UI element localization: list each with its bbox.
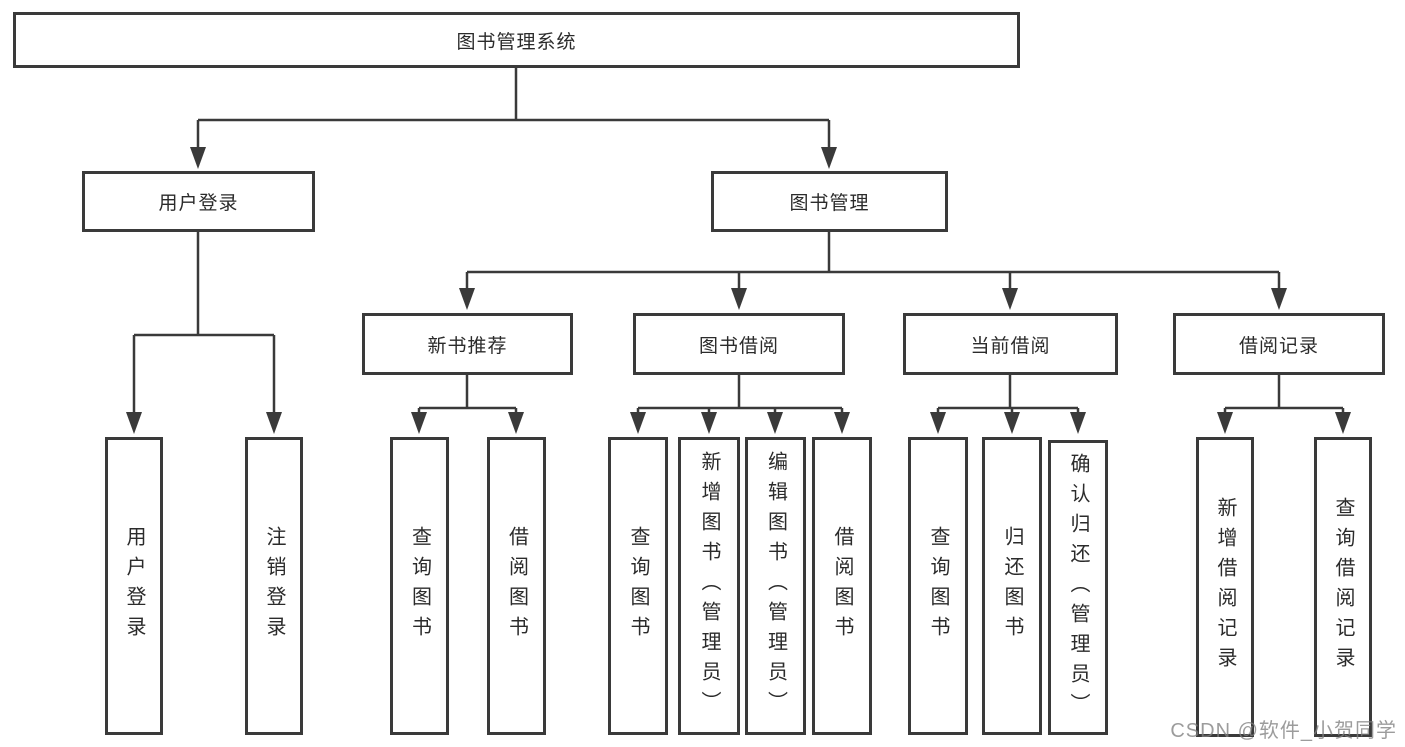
node-library-system: 图书管理系统 [13,12,1020,68]
leaf-borrow-books-borrowing: 借阅图书 [812,437,872,735]
leaf-query-books-recommend: 查询图书 [390,437,449,735]
leaf-return-books: 归还图书 [982,437,1042,735]
leaf-add-borrow-record: 新增借阅记录 [1196,437,1254,737]
leaf-query-books-current: 查询图书 [908,437,968,735]
leaf-borrow-books-recommend: 借阅图书 [487,437,546,735]
node-book-management: 图书管理 [711,171,948,232]
arrowheads [126,147,1351,434]
leaf-add-book-admin: 新增图书（管理员） [678,437,740,735]
connector-paths [132,68,1345,414]
leaf-user-login: 用户登录 [105,437,163,735]
node-user-login: 用户登录 [82,171,315,232]
node-borrowing-records: 借阅记录 [1173,313,1385,375]
csdn-watermark: CSDN @软件_小贺同学 [1170,720,1397,742]
node-current-borrowing: 当前借阅 [903,313,1118,375]
node-new-book-recommendation: 新书推荐 [362,313,573,375]
leaf-edit-book-admin: 编辑图书（管理员） [745,437,806,735]
node-book-borrowing: 图书借阅 [633,313,845,375]
leaf-query-books-borrowing: 查询图书 [608,437,668,735]
leaf-confirm-return-admin: 确认归还（管理员） [1048,440,1108,735]
leaf-logout: 注销登录 [245,437,303,735]
leaf-query-borrow-record: 查询借阅记录 [1314,437,1372,737]
